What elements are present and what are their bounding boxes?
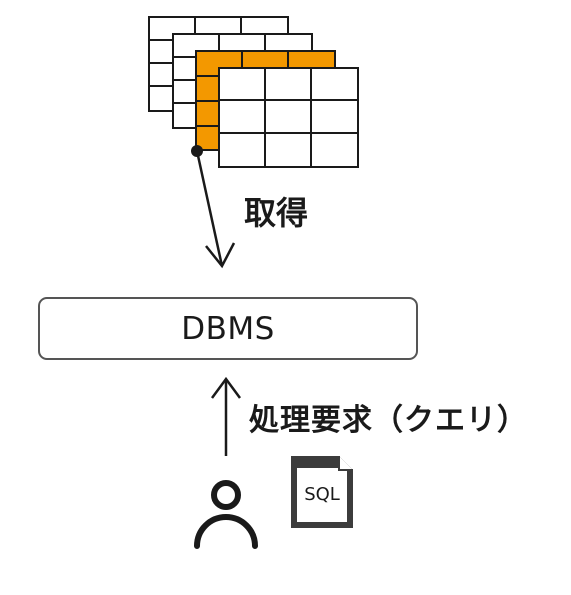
request-label: 処理要求（クエリ） <box>249 403 528 438</box>
fetch-label: 取得 <box>244 194 309 232</box>
table-stack-icon <box>148 16 359 168</box>
dbms-box: DBMS <box>38 297 418 360</box>
sql-doc-label: SQL <box>304 484 340 505</box>
arrow-down-icon <box>191 145 236 269</box>
arrow-up-icon <box>210 376 242 456</box>
sql-document-icon <box>291 456 353 528</box>
user-icon <box>194 480 258 549</box>
table-front <box>218 67 359 168</box>
dbms-label: DBMS <box>181 310 275 347</box>
